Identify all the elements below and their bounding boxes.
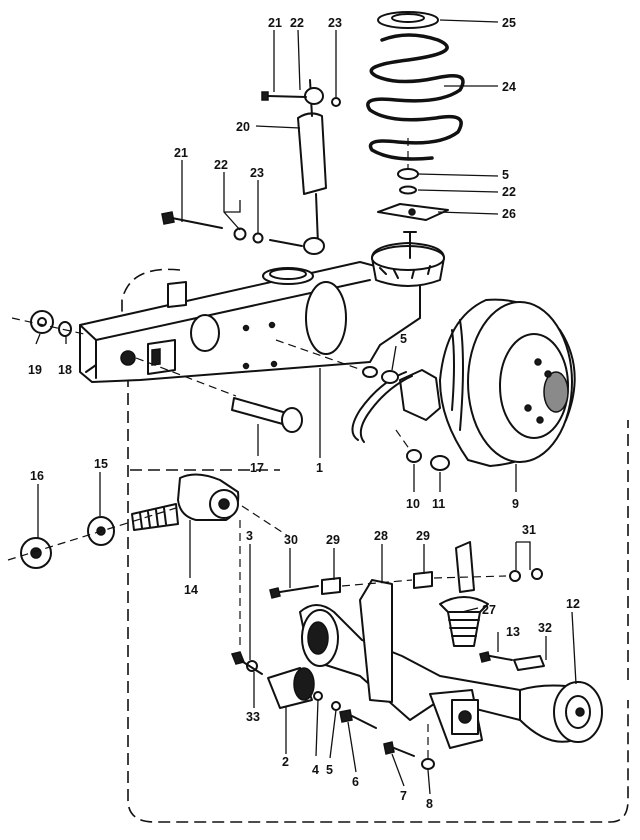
callout-5-lower: 5	[326, 763, 333, 777]
brake-drum	[439, 298, 576, 467]
callout-21-mid: 21	[174, 146, 188, 160]
differential-crossmember	[299, 579, 603, 749]
callout-17: 17	[250, 461, 264, 475]
callout-30: 30	[284, 533, 298, 547]
callout-22-mid: 22	[214, 158, 228, 172]
callout-18: 18	[58, 363, 72, 377]
callout-5-arm: 5	[400, 332, 407, 346]
callout-20: 20	[236, 120, 250, 134]
callout-2: 2	[282, 755, 289, 769]
callout-28: 28	[374, 529, 388, 543]
callout-4: 4	[312, 763, 319, 777]
callout-22-top: 22	[290, 16, 304, 30]
callout-11: 11	[432, 497, 445, 511]
callout-3: 3	[246, 529, 253, 543]
callout-12: 12	[566, 597, 580, 611]
callout-29-right: 29	[416, 529, 430, 543]
callout-33: 33	[246, 710, 260, 724]
callout-27-text: 27	[482, 603, 496, 617]
bump-stop-hardware	[269, 541, 545, 671]
callout-1: 1	[316, 461, 323, 475]
pivot-bolt	[30, 310, 303, 433]
callout-24: 24	[502, 80, 516, 94]
trailing-arm	[79, 261, 421, 383]
assembly-dashed-outline	[121, 268, 629, 823]
callout-19: 19	[28, 363, 42, 377]
callout-22-right: 22	[502, 185, 516, 199]
callout-23-mid: 23	[250, 166, 264, 180]
callout-13: 13	[506, 625, 520, 639]
callout-25: 25	[502, 16, 516, 30]
callout-16: 16	[30, 469, 44, 483]
callout-23-top: 23	[328, 16, 342, 30]
callout-labels: 21 22 23 25 24 20 21 22 23 5 23 22 26 5 …	[28, 16, 580, 789]
callout-29-left: 29	[326, 533, 340, 547]
callout-15: 15	[94, 457, 108, 471]
spring-seat-lower	[262, 242, 445, 287]
callout-7-label: 7	[400, 789, 407, 803]
callout-8-label: 8	[426, 797, 433, 811]
callout-10: 10	[406, 497, 420, 511]
callout-6: 6	[352, 775, 359, 789]
callout-31: 31	[522, 523, 536, 537]
callout-5-upper: 5	[502, 168, 509, 182]
mount-and-bolts	[230, 651, 435, 770]
callout-21-top: 21	[268, 16, 282, 30]
alignment-lines	[7, 138, 507, 758]
backing-plate-cable	[351, 366, 450, 471]
callout-9: 9	[512, 497, 519, 511]
callout-14: 14	[184, 583, 198, 597]
callout-26: 26	[502, 207, 516, 221]
eye-bolt	[20, 473, 240, 569]
callout-32: 32	[538, 621, 552, 635]
coil-spring	[366, 11, 465, 161]
leader-lines	[35, 19, 577, 795]
